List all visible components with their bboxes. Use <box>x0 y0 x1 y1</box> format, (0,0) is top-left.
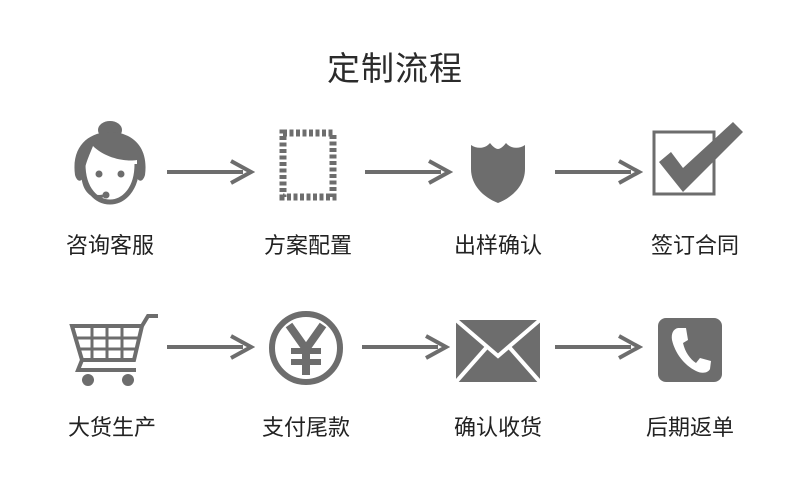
arrow-right-icon <box>363 157 454 187</box>
yen-icon <box>256 303 356 393</box>
step-label: 方案配置 <box>263 234 352 259</box>
step-label: 签订合同 <box>650 234 739 259</box>
arrow-right-icon <box>360 332 451 362</box>
step-label: 大货生产 <box>67 416 156 441</box>
envelope-icon <box>448 305 548 395</box>
step-label: 后期返单 <box>645 416 734 441</box>
customer-service-icon <box>60 120 160 210</box>
phone-icon <box>640 305 740 395</box>
arrow-right-icon <box>165 157 256 187</box>
page-title: 定制流程 <box>327 49 463 88</box>
shopping-cart-icon <box>62 308 162 398</box>
arrow-right-icon <box>553 332 644 362</box>
shield-icon <box>448 122 548 212</box>
step-label: 确认收货 <box>453 416 542 441</box>
stamp-frame-icon <box>258 120 358 210</box>
step-label: 出样确认 <box>453 234 542 259</box>
step-label: 咨询客服 <box>65 234 154 259</box>
arrow-right-icon <box>165 332 256 362</box>
checkbox-checked-icon <box>645 118 745 208</box>
step-label: 支付尾款 <box>261 416 350 441</box>
arrow-right-icon <box>553 157 644 187</box>
